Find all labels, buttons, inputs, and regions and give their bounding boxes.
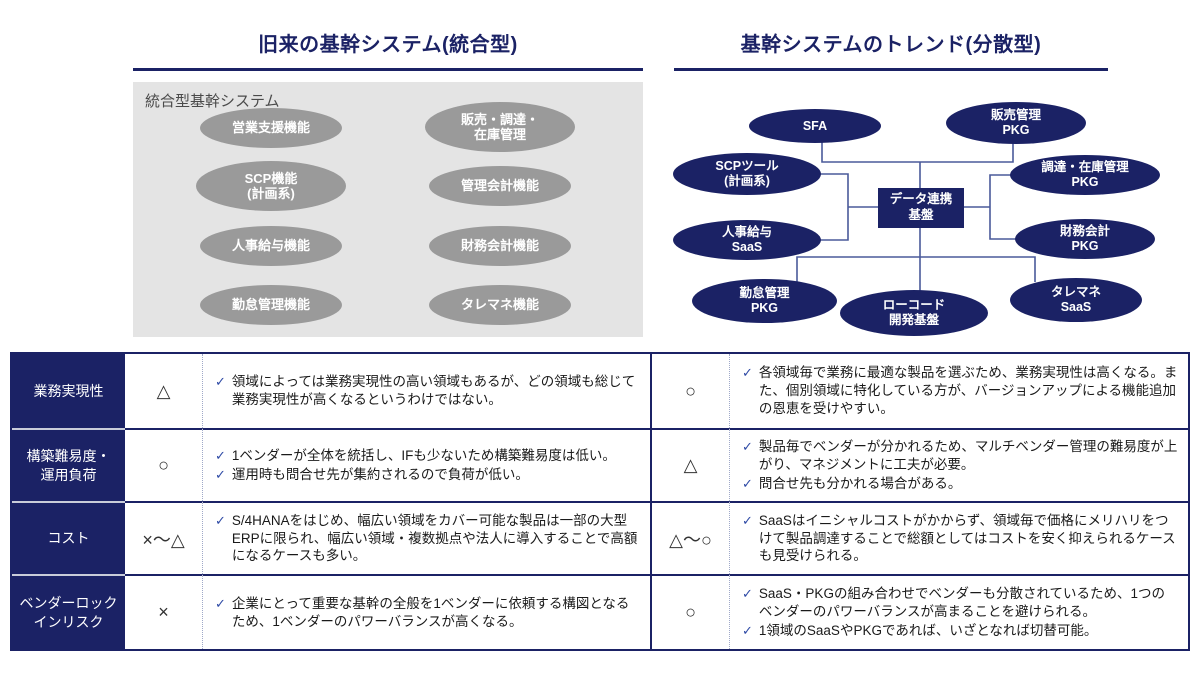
rating-right: △〜○ [650, 501, 730, 574]
row-header-build-difficulty: 構築難易度・ 運用負荷 [12, 428, 125, 501]
table-row: ベンダーロック インリスク × ✓ 企業にとって重要な基幹の全般を1ベンダーに依頼… [12, 574, 1188, 649]
check-icon: ✓ [742, 365, 753, 381]
diagram-node-financial-pkg: 財務会計 PKG [1015, 219, 1155, 259]
point-text: 各領域毎で業務に最適な製品を選ぶため、業務実現性は高くなる。また、個別領域に特化… [758, 365, 1178, 416]
diagram-node-talent-mgmt: タレマネ機能 [429, 285, 571, 325]
comparison-table: 業務実現性 △ ✓ 領域によっては業務実現性の高い領域もあるが、どの領域も総じて業… [10, 352, 1190, 651]
point-text: 問合せ先も分かれる場合がある。 [758, 475, 962, 491]
diagram-node-hr-payroll-saas: 人事給与 SaaS [673, 220, 821, 260]
points-left: ✓ S/4HANAをはじめ、幅広い領域をカバー可能な製品は一部の大型ERPに限られ… [203, 501, 650, 574]
integrated-system-label: 統合型基幹システム [145, 93, 280, 110]
point-text: SaaSはイニシャルコストがかからず、領域毎で価格にメリハリをつけて製品調達する… [758, 512, 1176, 564]
points-right: ✓ 製品毎でベンダーが分かれるため、マルチベンダー管理の難易度が上がり、マネジメン… [730, 428, 1188, 501]
row-header-cost: コスト [12, 501, 125, 574]
points-right: ✓ 各領域毎で業務に最適な製品を選ぶため、業務実現性は高くなる。また、個別領域に特… [730, 354, 1188, 428]
right-section-title: 基幹システムのトレンド(分散型) [740, 34, 1042, 56]
check-icon: ✓ [742, 586, 753, 602]
left-title-rule [133, 68, 643, 71]
point-text: 1領域のSaaSやPKGであれば、いざとなれば切替可能。 [758, 622, 1098, 638]
point-text: 企業にとって重要な基幹の全般を1ベンダーに依頼する構図となるため、1ベンダーのパ… [231, 595, 630, 629]
diagram-node-attendance: 勤怠管理機能 [200, 285, 342, 325]
row-header-vendor-lockin: ベンダーロック インリスク [12, 574, 125, 649]
check-icon: ✓ [742, 622, 753, 638]
points-left: ✓ 企業にとって重要な基幹の全般を1ベンダーに依頼する構図となるため、1ベンダーの… [203, 574, 650, 649]
rating-left: ×〜△ [125, 501, 203, 574]
diagram-node-data-hub: データ連携 基盤 [878, 188, 964, 228]
rating-left: × [125, 574, 203, 649]
check-icon: ✓ [742, 475, 753, 491]
rating-left: △ [125, 354, 203, 428]
point-text: SaaS・PKGの組み合わせでベンダーも分散されているため、1つのベンダーのパワ… [758, 586, 1166, 620]
diagram-node-sales-procurement-inventory: 販売・調達・ 在庫管理 [425, 102, 575, 152]
check-icon: ✓ [215, 374, 226, 390]
point-text: 運用時も問合せ先が集約されるので負荷が低い。 [231, 467, 529, 482]
points-right: ✓ SaaS・PKGの組み合わせでベンダーも分散されているため、1つのベンダーのパ… [730, 574, 1188, 649]
rating-right: △ [650, 428, 730, 501]
points-right: ✓ SaaSはイニシャルコストがかからず、領域毎で価格にメリハリをつけて製品調達す… [730, 501, 1188, 574]
table-row: コスト ×〜△ ✓ S/4HANAをはじめ、幅広い領域をカバー可能な製品は一部の大… [12, 501, 1188, 574]
diagram-node-scp-function: SCP機能 (計画系) [196, 161, 346, 211]
diagram-node-procurement-inventory-pkg: 調達・在庫管理 PKG [1010, 155, 1160, 195]
right-title-rule [674, 68, 1108, 71]
point-text: 1ベンダーが全体を統括し、IFも少ないため構築難易度は低い。 [231, 448, 616, 464]
diagram-node-scp-tool: SCPツール (計画系) [673, 153, 821, 195]
check-icon: ✓ [215, 595, 226, 611]
point-text: 製品毎でベンダーが分かれるため、マルチベンダー管理の難易度が上がり、マネジメント… [758, 439, 1178, 473]
diagram-node-sales-pkg: 販売管理 PKG [946, 102, 1086, 144]
check-icon: ✓ [215, 467, 226, 482]
check-icon: ✓ [215, 448, 226, 464]
left-section-title: 旧来の基幹システム(統合型) [258, 34, 518, 56]
check-icon: ✓ [742, 439, 753, 455]
diagram-node-sales-support: 営業支援機能 [200, 108, 342, 148]
table-row: 構築難易度・ 運用負荷 ○ ✓ 1ベンダーが全体を統括し、IFも少ないため構築難易… [12, 428, 1188, 501]
rating-right: ○ [650, 354, 730, 428]
points-left: ✓ 1ベンダーが全体を統括し、IFも少ないため構築難易度は低い。 ✓ 運用時も問合せ… [203, 428, 650, 501]
table-row: 業務実現性 △ ✓ 領域によっては業務実現性の高い領域もあるが、どの領域も総じて業… [12, 354, 1188, 428]
diagram-node-lowcode-platform: ローコード 開発基盤 [840, 290, 988, 336]
diagram-node-management-accounting: 管理会計機能 [429, 166, 571, 206]
diagram-node-talent-saas: タレマネ SaaS [1010, 278, 1142, 322]
diagram-node-financial-accounting: 財務会計機能 [429, 226, 571, 266]
point-text: S/4HANAをはじめ、幅広い領域をカバー可能な製品は一部の大型ERPに限られ、… [231, 512, 638, 564]
rating-right: ○ [650, 574, 730, 649]
diagram-node-sfa: SFA [749, 109, 881, 143]
point-text: 領域によっては業務実現性の高い領域もあるが、どの領域も総じて業務実現性が高くなる… [231, 374, 636, 407]
points-left: ✓ 領域によっては業務実現性の高い領域もあるが、どの領域も総じて業務実現性が高くな… [203, 354, 650, 428]
diagram-node-attendance-pkg: 勤怠管理 PKG [692, 279, 837, 323]
diagram-node-hr-payroll: 人事給与機能 [200, 226, 342, 266]
check-icon: ✓ [742, 512, 753, 528]
check-icon: ✓ [215, 512, 226, 528]
row-header-feasibility: 業務実現性 [12, 354, 125, 428]
rating-left: ○ [125, 428, 203, 501]
